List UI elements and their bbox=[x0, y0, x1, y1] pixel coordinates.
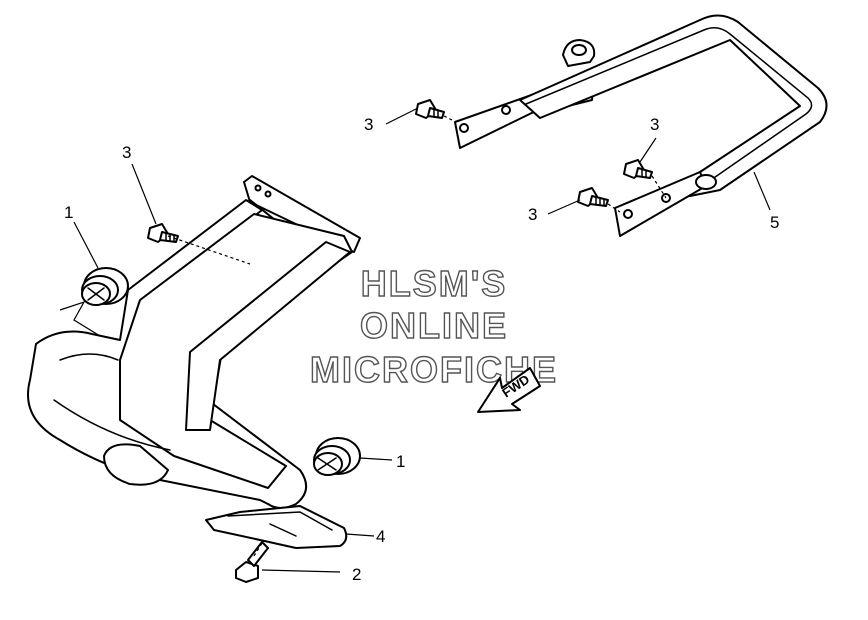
grommet-right bbox=[313, 437, 361, 476]
watermark-line-1: HLSM'S bbox=[361, 263, 508, 304]
bolt-rear-upper bbox=[415, 99, 445, 119]
bolt-skid-plate bbox=[235, 541, 269, 583]
bolt-front-frame bbox=[147, 223, 179, 243]
callout-5: 5 bbox=[770, 213, 779, 232]
callout-2: 2 bbox=[352, 565, 361, 584]
watermark: HLSM'S ONLINE MICROFICHE bbox=[309, 262, 556, 390]
callout-3-rear-lower: 3 bbox=[528, 205, 537, 224]
callout-3-rear-middle: 3 bbox=[650, 115, 659, 134]
grommet-left bbox=[81, 267, 129, 306]
bolt-rear-middle bbox=[623, 159, 653, 179]
callout-1-left: 1 bbox=[64, 203, 73, 222]
rear-bar bbox=[454, 14, 828, 237]
front-bumper-frame bbox=[27, 175, 361, 509]
watermark-line-2: ONLINE bbox=[360, 305, 508, 346]
leader-lines bbox=[59, 107, 771, 573]
callout-3-front: 3 bbox=[122, 143, 131, 162]
callout-1-right: 1 bbox=[396, 452, 405, 471]
callout-3-rear-upper: 3 bbox=[364, 115, 373, 134]
skid-plate bbox=[205, 505, 348, 549]
bolt-rear-lower bbox=[577, 187, 609, 207]
fwd-arrow: FWD bbox=[477, 367, 541, 413]
callout-4: 4 bbox=[376, 527, 385, 546]
